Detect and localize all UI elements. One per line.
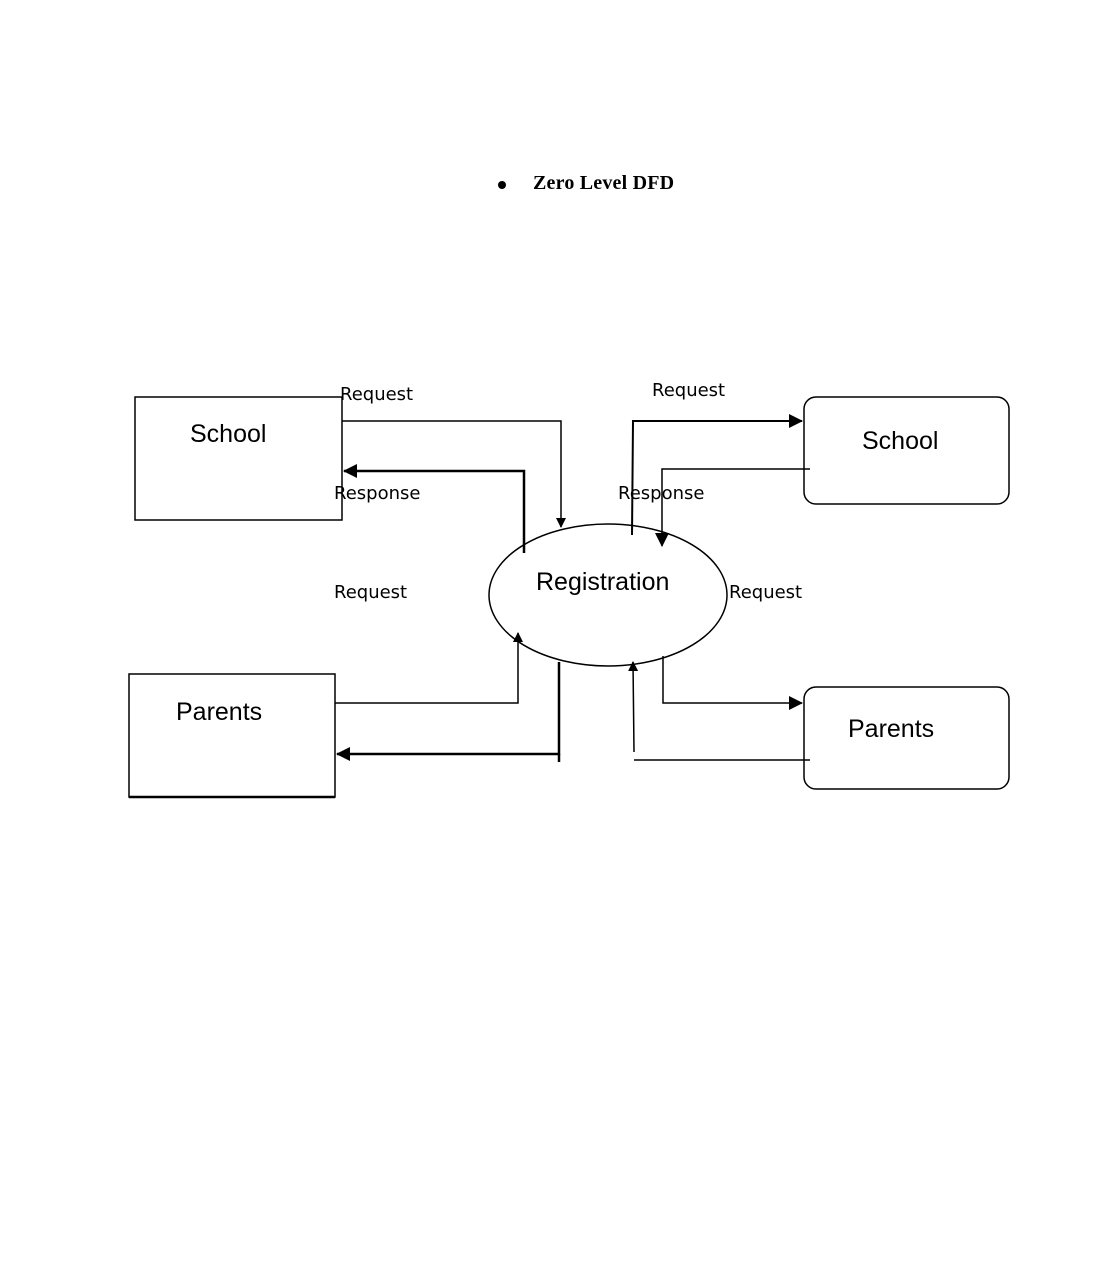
entity-parents-left (128, 673, 336, 798)
bullet-icon (498, 180, 506, 189)
entity-parents-right (803, 686, 1010, 790)
entity-parents-left-label: Parents (176, 698, 262, 726)
flow-parents-left-response-line (336, 662, 561, 761)
entity-school-right-label: School (862, 427, 938, 455)
flow-school-left-response-line (343, 464, 526, 553)
entity-school-right (803, 396, 1010, 505)
entity-school-left-label: School (190, 420, 266, 448)
process-registration-label: Registration (536, 568, 669, 596)
flow-parents-right-request-label: Request (729, 582, 802, 603)
flow-parents-right-request-line (662, 656, 803, 710)
process-registration (488, 523, 728, 667)
flow-school-right-response-label: Response (618, 483, 704, 504)
entity-school-left (134, 396, 343, 521)
flow-school-right-request-label: Request (652, 380, 725, 401)
flow-parents-left-request-line (335, 632, 523, 704)
entity-parents-right-label: Parents (848, 715, 934, 743)
flow-school-left-response-label: Response (334, 483, 420, 504)
flow-school-left-request-line (342, 420, 566, 528)
flow-school-right-response-line (655, 468, 810, 547)
flow-school-right-request-line (631, 414, 803, 536)
flow-parents-right-response-stem (628, 661, 639, 753)
heading-title: Zero Level DFD (533, 172, 675, 194)
flow-school-left-request-label: Request (340, 384, 413, 405)
diagram-heading: Zero Level DFD (498, 172, 674, 195)
flow-parents-left-request-label: Request (334, 582, 407, 603)
